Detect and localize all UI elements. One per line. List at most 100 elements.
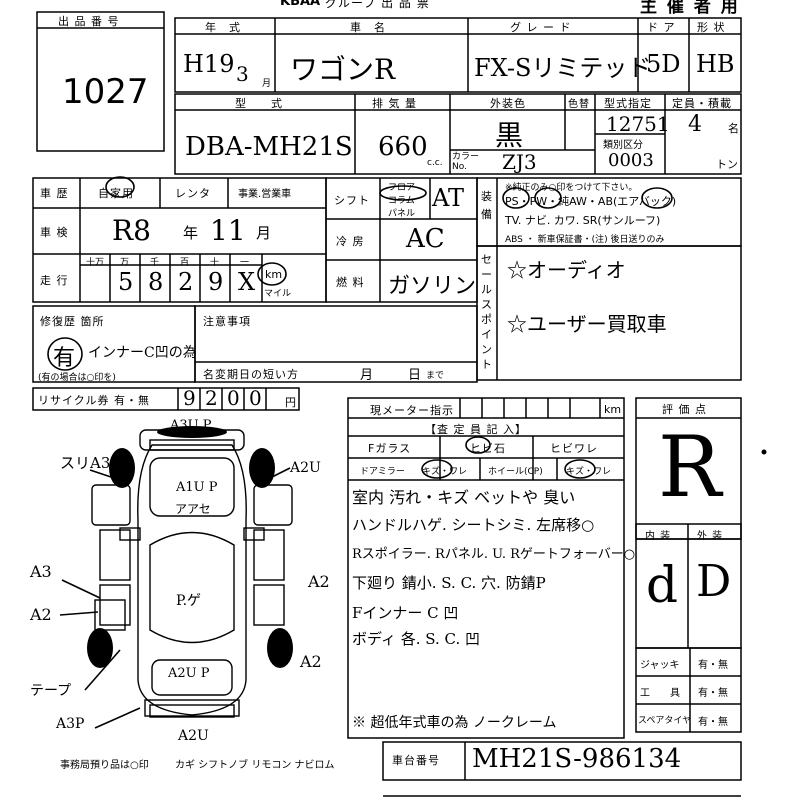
caution-label: 注意事項 xyxy=(203,315,251,328)
color-code-label: カラー No. xyxy=(452,152,480,172)
mileage-digit-3: 2 xyxy=(178,268,194,296)
digit-label-10: 十 xyxy=(210,258,220,268)
equipment-line2: TV. ナビ. カワ. SR(サンルーフ) xyxy=(505,214,661,227)
color-change-label: 色替 xyxy=(568,99,590,110)
shaken-month: 11 xyxy=(210,214,246,247)
aircon-value: AC xyxy=(406,224,445,254)
shaken-year-unit: 年 xyxy=(183,224,200,242)
shift-label: シフト xyxy=(334,194,370,207)
shift-column: コラム xyxy=(388,196,415,206)
mileage-digit-4: 9 xyxy=(208,268,224,296)
class-label: 類別区分 xyxy=(603,140,643,151)
inspector-note-5: Fインナー C 凹 xyxy=(352,604,459,622)
recycle-digit-2: 2 xyxy=(205,386,218,410)
displacement: 660 xyxy=(378,132,428,162)
tool-kit-value: 有・無 xyxy=(698,688,728,699)
shape: HB xyxy=(696,50,735,78)
tool-jack-label: ジャッキ xyxy=(640,660,680,671)
type-designation-label: 型式指定 xyxy=(604,97,652,110)
type-designation: 12751 xyxy=(606,112,670,136)
wheels xyxy=(87,426,293,668)
history-rental: レンタ xyxy=(175,187,211,200)
month-unit: 月 xyxy=(262,79,272,89)
inspector-note-1: 室内 汚れ・キズ ベットや 臭い xyxy=(352,488,576,507)
recycle-digit-1: 9 xyxy=(183,386,196,410)
year-label: 年 式 xyxy=(205,21,241,34)
inspector-mirror-damage: キズ・ワレ xyxy=(422,467,468,477)
digit-label-100: 百 xyxy=(180,258,190,268)
grade: FX-Sリミテッド xyxy=(474,54,652,82)
model: DBA-MH21S xyxy=(185,132,353,162)
recycle-digit-4: 0 xyxy=(249,386,262,410)
capacity: 4 xyxy=(688,112,702,137)
equipment-label: 装備 xyxy=(481,190,493,221)
displacement-label: 排 気 量 xyxy=(372,97,417,110)
diagram-mark-roof: A3U P xyxy=(170,418,212,433)
aircon-label: 冷 房 xyxy=(336,235,365,248)
inspector-chip: ヒビ石 xyxy=(470,442,506,455)
inspector-note-2: ハンドルハゲ. シートシミ. 左席移○ xyxy=(352,516,595,534)
diagram-mark-a3p: A3P xyxy=(56,716,85,732)
mileage-digit-1: 5 xyxy=(118,268,134,296)
color-code: ZJ3 xyxy=(502,150,537,174)
diagram-mark-a2-left: A2 xyxy=(30,605,52,624)
repair-label: 修復歴 箇所 xyxy=(40,315,105,328)
deadline-day: 日 xyxy=(408,368,423,383)
sales-point-label: セールスポイント xyxy=(481,253,493,371)
repair-note: (有の場合は○印を) xyxy=(38,373,116,383)
capacity-label: 定員・積載 xyxy=(672,97,732,110)
repair-detail: インナーC凹の為 xyxy=(88,345,197,361)
inspector-wheel: ホイール(CP) xyxy=(488,467,543,477)
inspector-note-3: Rスポイラー. Rパネル. U. Rゲートフォーバー○ xyxy=(352,547,636,562)
equipment-line3: ABS ・ 新車保証書・(注) 後日送りのみ xyxy=(505,235,665,245)
doors: 5D xyxy=(646,50,681,78)
shift-value: AT xyxy=(432,184,465,212)
shape-label: 形 状 xyxy=(697,21,726,34)
history-label: 車 歴 xyxy=(40,187,69,200)
model-label: 型 式 xyxy=(235,97,283,110)
digit-label-10k: 万 xyxy=(120,258,130,268)
logo-subtitle: グループ 出 品 票 xyxy=(325,0,430,10)
tool-kit-label: 工 具 xyxy=(640,688,680,699)
diagram-mark-roof-center: P.ゲ xyxy=(176,593,202,609)
deadline-suffix: まで xyxy=(426,371,445,381)
shift-panel: パネル xyxy=(388,209,416,219)
digit-label-100k: 十万 xyxy=(86,258,105,268)
chassis-number: MH21S-986134 xyxy=(472,744,682,774)
organizer-label: 主 催 者 用 xyxy=(640,0,740,17)
diagram-mark-hood: A1U P xyxy=(176,480,218,495)
class-code: 0003 xyxy=(608,150,654,171)
interior-label: 内 装 xyxy=(645,531,672,542)
grade-label: グ レ ー ド xyxy=(510,21,572,34)
inspector-note-6: ボディ 各. S. C. 凹 xyxy=(352,630,481,648)
mileage-digit-2: 8 xyxy=(148,268,164,296)
logo: KBAA xyxy=(280,0,321,9)
mileage-unit: km xyxy=(265,268,283,281)
tool-spare-value: 有・無 xyxy=(698,717,728,728)
interior-grade: d xyxy=(646,556,679,614)
deadline-label: 名変期日の短い方 xyxy=(203,368,299,381)
shaken-era: R8 xyxy=(112,214,151,247)
exterior-label: 外 装 xyxy=(697,531,724,542)
mileage-digit-5: X xyxy=(238,268,256,296)
lot-number: 1027 xyxy=(62,72,149,112)
tool-spare-label: スペアタイヤ xyxy=(638,716,692,726)
diagram-mark-a2-right: A2 xyxy=(308,572,330,591)
sales-point-1: ☆オーディオ xyxy=(507,258,626,282)
recycle-label: リサイクル券 有・無 xyxy=(38,394,150,407)
evaluation-score: R xyxy=(658,418,722,516)
cc-unit: c.c. xyxy=(427,158,443,168)
doors-label: ド ア xyxy=(647,21,676,34)
shaken-label: 車 検 xyxy=(40,226,69,239)
tool-jack-value: 有・無 xyxy=(698,660,728,671)
recycle-unit: 円 xyxy=(285,396,296,409)
fuel-value: ガソリン xyxy=(388,274,477,299)
inspector-note-7: ※ 超低年式車の為 ノークレーム xyxy=(352,715,557,731)
meter-unit: km xyxy=(604,403,622,416)
shift-floor: フロア xyxy=(388,183,416,193)
shaken-month-unit: 月 xyxy=(256,224,273,242)
repair-status: 有 xyxy=(53,346,76,371)
chassis-label: 車台番号 xyxy=(392,754,440,767)
capacity-unit: 名 xyxy=(728,122,739,135)
